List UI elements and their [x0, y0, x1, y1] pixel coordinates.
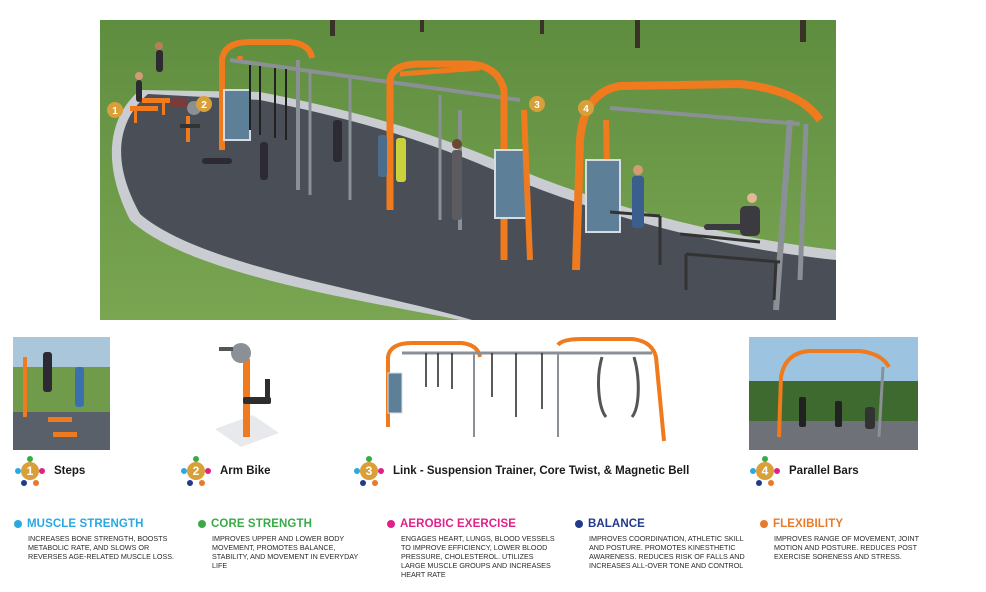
hero-marker-4: 4 — [578, 100, 594, 116]
svg-text:1: 1 — [112, 106, 118, 117]
benefit-title: MUSCLE STRENGTH — [27, 518, 144, 530]
svg-text:2: 2 — [193, 464, 200, 478]
benefit-heading: BALANCE — [575, 518, 745, 530]
arm-bike-render — [205, 337, 285, 450]
product-name: Parallel Bars — [789, 465, 859, 477]
benefit-core-strength: CORE STRENGTH IMPROVES UPPER AND LOWER B… — [198, 518, 368, 570]
svg-text:4: 4 — [762, 464, 769, 478]
benefit-color-dot — [198, 520, 206, 528]
benefit-heading: CORE STRENGTH — [198, 518, 368, 530]
benefit-description: INCREASES BONE STRENGTH, BOOSTS METABOLI… — [28, 534, 175, 561]
benefit-heading: MUSCLE STRENGTH — [14, 518, 184, 530]
benefit-muscle-strength: MUSCLE STRENGTH INCREASES BONE STRENGTH,… — [14, 518, 184, 561]
benefit-description: IMPROVES UPPER AND LOWER BODY MOVEMENT, … — [212, 534, 359, 570]
parallel-bars-photo — [749, 337, 918, 450]
product-label-parallel-bars: 4 Parallel Bars — [749, 455, 859, 487]
hero-marker-1: 1 — [107, 102, 123, 118]
product-label-steps: 1 Steps — [14, 455, 85, 487]
svg-text:4: 4 — [583, 104, 589, 115]
link-render — [382, 337, 672, 447]
product-name: Arm Bike — [220, 465, 271, 477]
benefit-description: ENGAGES HEART, LUNGS, BLOOD VESSELS TO I… — [401, 534, 555, 579]
benefit-description: IMPROVES COORDINATION, ATHLETIC SKILL AN… — [589, 534, 745, 570]
benefit-color-dot — [387, 520, 395, 528]
hero-illustration: 1 2 3 4 — [100, 20, 836, 320]
benefit-aerobic-exercise: AEROBIC EXERCISE ENGAGES HEART, LUNGS, B… — [387, 518, 557, 579]
benefit-balance: BALANCE IMPROVES COORDINATION, ATHLETIC … — [575, 518, 745, 570]
benefit-color-dot — [575, 520, 583, 528]
parallel-bars-equipment — [572, 79, 824, 311]
product-number-badge: 3 — [354, 456, 384, 486]
benefit-flexibility: FLEXIBILITY IMPROVES RANGE OF MOVEMENT, … — [760, 518, 930, 561]
benefit-title: BALANCE — [588, 518, 645, 530]
benefit-color-dot — [760, 520, 768, 528]
steps-equipment — [130, 98, 170, 123]
product-label-arm-bike: 2 Arm Bike — [180, 455, 271, 487]
product-number-badge: 2 — [181, 456, 211, 486]
benefit-heading: AEROBIC EXERCISE — [387, 518, 557, 530]
svg-text:1: 1 — [27, 464, 34, 478]
people — [135, 42, 760, 236]
svg-text:3: 3 — [366, 464, 373, 478]
hero-scene: 1 2 3 4 — [100, 20, 836, 320]
steps-photo — [13, 337, 110, 450]
product-name: Steps — [54, 465, 86, 477]
benefit-color-dot — [14, 520, 22, 528]
benefit-title: CORE STRENGTH — [211, 518, 312, 530]
product-number-badge: 4 — [750, 456, 780, 486]
benefit-title: AEROBIC EXERCISE — [400, 518, 516, 530]
product-number-badge: 1 — [15, 456, 45, 486]
benefit-title: FLEXIBILITY — [773, 518, 844, 530]
svg-text:2: 2 — [201, 100, 207, 111]
svg-text:3: 3 — [534, 100, 540, 111]
hero-marker-2: 2 — [196, 96, 212, 112]
benefit-description: IMPROVES RANGE OF MOVEMENT, JOINT MOTION… — [774, 534, 919, 561]
hero-marker-3: 3 — [529, 96, 545, 112]
link-equipment — [219, 39, 533, 261]
product-name: Link - Suspension Trainer, Core Twist, &… — [393, 465, 690, 477]
benefit-heading: FLEXIBILITY — [760, 518, 930, 530]
product-label-link: 3 Link - Suspension Trainer, Core Twist,… — [353, 455, 689, 487]
